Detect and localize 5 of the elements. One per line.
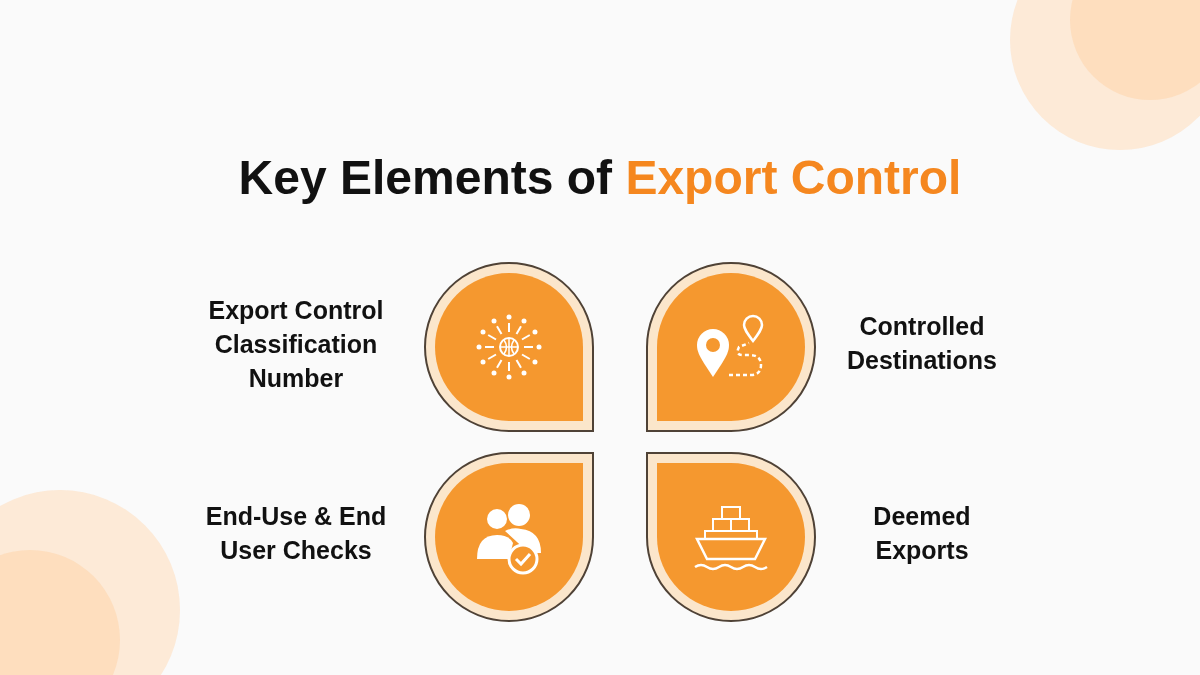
element-label: Export Control Classification Number xyxy=(207,295,385,394)
element-label: End-Use & End User Checks xyxy=(204,501,388,566)
element-label: Controlled Destinations xyxy=(846,311,998,376)
element-label: Deemed Exports xyxy=(872,501,972,566)
title: Key Elements of Export Control xyxy=(237,150,963,205)
